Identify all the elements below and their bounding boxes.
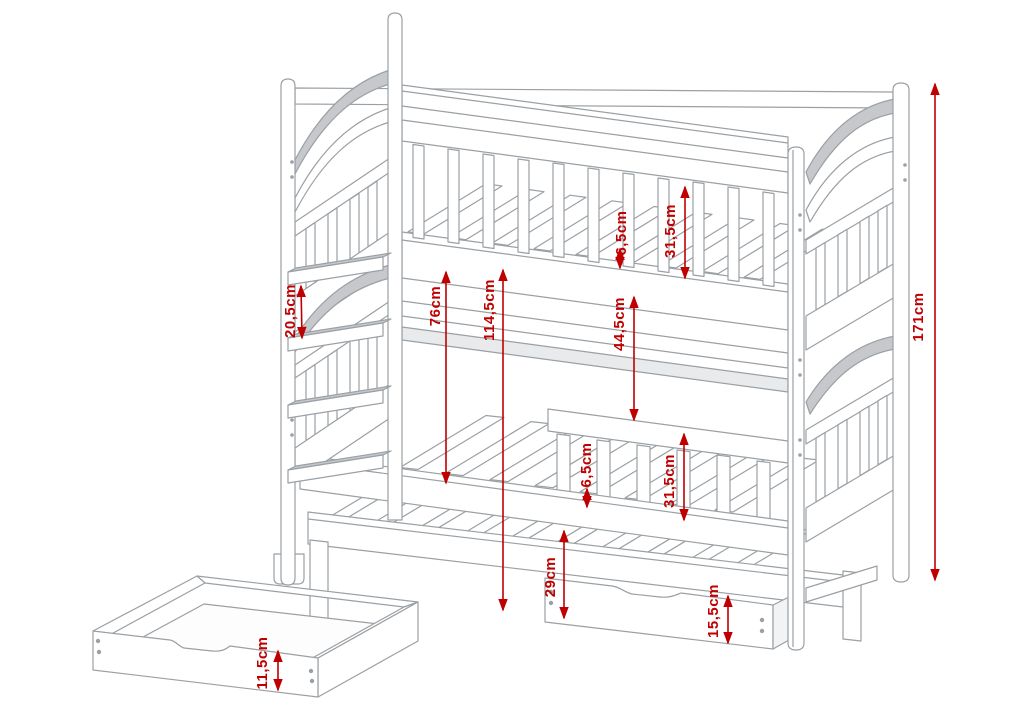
bed-posts — [280, 12, 910, 651]
under-bed-drawer — [544, 577, 790, 650]
ladder-rungs — [287, 252, 392, 484]
footboard — [805, 98, 896, 603]
bed-drawing — [92, 12, 910, 698]
dim-line-rung-spacing — [296, 284, 307, 340]
dimension-lines-layer — [273, 82, 940, 692]
rear-top-rail — [294, 87, 894, 109]
pullout-drawer — [92, 575, 419, 698]
upper-guard-spindles — [412, 143, 775, 288]
